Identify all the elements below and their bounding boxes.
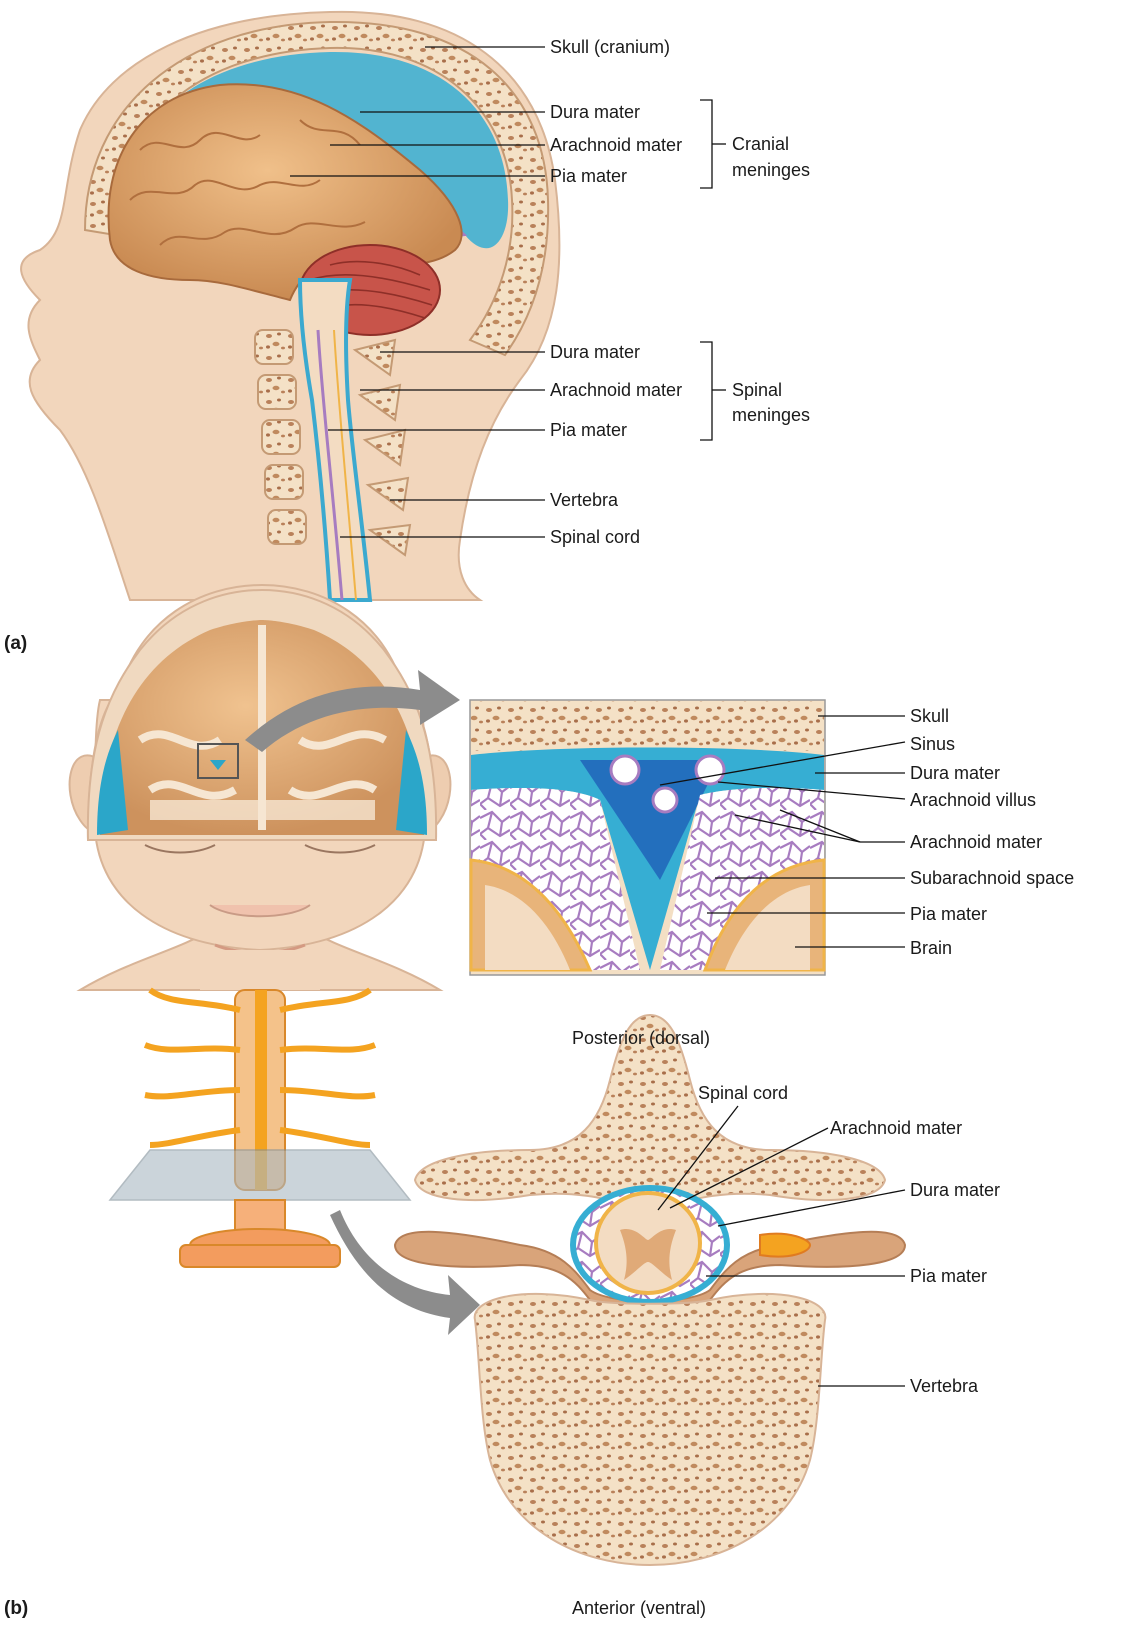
label-dura-mater-inset: Dura mater xyxy=(910,763,1000,783)
label-cranial-meninges-1: Cranial xyxy=(732,134,789,154)
label-pia-mater-b: Pia mater xyxy=(910,1266,987,1286)
label-anterior-ventral: Anterior (ventral) xyxy=(572,1598,706,1618)
label-dura-mater-b: Dura mater xyxy=(910,1180,1000,1200)
panel-a-tag: (a) xyxy=(4,633,27,655)
label-arachnoid-mater-inset: Arachnoid mater xyxy=(910,832,1042,852)
label-arachnoid-villus: Arachnoid villus xyxy=(910,790,1036,810)
label-dura-mater-spinal: Dura mater xyxy=(550,342,640,362)
label-vertebra-a: Vertebra xyxy=(550,490,618,510)
label-spinal-meninges-1: Spinal xyxy=(732,380,782,400)
label-vertebra-b: Vertebra xyxy=(910,1376,978,1396)
label-pia-mater-inset: Pia mater xyxy=(910,904,987,924)
label-posterior-dorsal: Posterior (dorsal) xyxy=(572,1028,710,1048)
label-sinus: Sinus xyxy=(910,734,955,754)
label-spinal-meninges-2: meninges xyxy=(732,405,810,425)
label-skull-inset: Skull xyxy=(910,706,949,726)
label-skull-cranium: Skull (cranium) xyxy=(550,37,670,57)
label-arachnoid-mater-cranial: Arachnoid mater xyxy=(550,135,682,155)
label-dura-mater-cranial: Dura mater xyxy=(550,102,640,122)
panel-a-head-illustration xyxy=(21,12,559,600)
label-spinal-cord-b: Spinal cord xyxy=(698,1083,788,1103)
meninges-inset xyxy=(470,700,825,975)
label-pia-mater-spinal: Pia mater xyxy=(550,420,627,440)
label-cranial-meninges-2: meninges xyxy=(732,160,810,180)
spinal-cross-section xyxy=(395,1015,905,1565)
label-pia-mater-cranial: Pia mater xyxy=(550,166,627,186)
panel-b-tag: (b) xyxy=(4,1598,28,1620)
label-arachnoid-mater-spinal: Arachnoid mater xyxy=(550,380,682,400)
label-arachnoid-mater-b: Arachnoid mater xyxy=(830,1118,962,1138)
label-spinal-cord-a: Spinal cord xyxy=(550,527,640,547)
label-brain: Brain xyxy=(910,938,952,958)
label-subarachnoid-space: Subarachnoid space xyxy=(910,868,1074,888)
